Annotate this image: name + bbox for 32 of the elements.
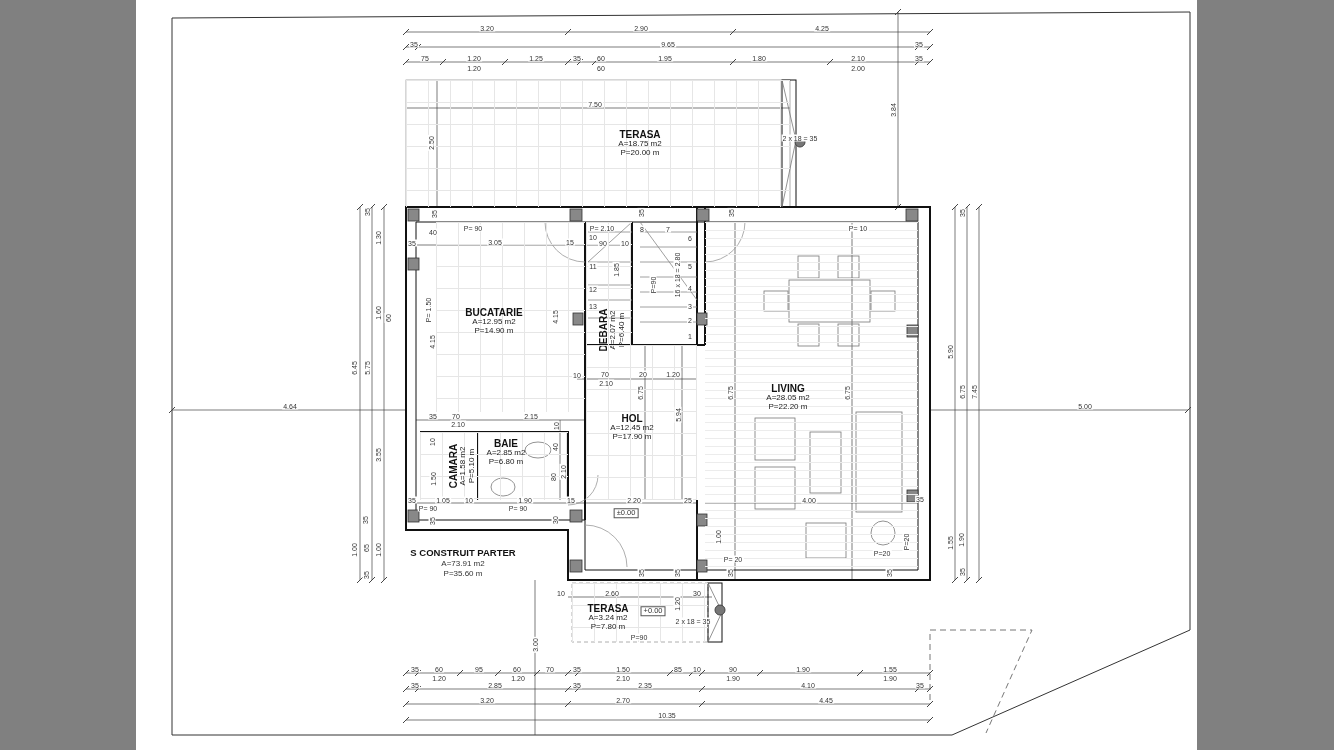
room-name: DEBARA: [597, 308, 609, 352]
room-floor: [406, 80, 790, 207]
room-floor: [705, 222, 918, 570]
room-name: TERASA: [618, 128, 662, 140]
summary-text: A=73.91 m2: [440, 560, 486, 568]
perimeter-value: P=6.40 m: [617, 311, 627, 350]
perimeter-value: P=6.80 m: [487, 457, 525, 467]
room-floor: [572, 583, 708, 642]
area-value: A=2.85 m2: [486, 448, 526, 458]
room-name: BAIE: [493, 437, 519, 449]
room-name: HOL: [620, 412, 644, 424]
area-value: A=12.95 m2: [471, 317, 517, 327]
room-name: TERASA: [587, 602, 629, 614]
summary-text: P=35.60 m: [442, 570, 484, 578]
area-value: A=12.45 m2: [610, 423, 654, 433]
area-value: A=18.75 m2: [618, 139, 662, 149]
perimeter-value: P=22.20 m: [767, 402, 809, 412]
perimeter-value: P=14.90 m: [473, 326, 515, 336]
room-floor: [478, 432, 568, 500]
area-value: A=1.58 m2: [458, 445, 468, 488]
perimeter-value: P=17.90 m: [611, 432, 653, 442]
perimeter-value: P=20.00 m: [619, 148, 661, 158]
perimeter-value: P=7.80 m: [589, 622, 627, 632]
room-floor: [420, 432, 478, 500]
room-name: CAMARA: [447, 443, 459, 489]
area-value: A=28.05 m2: [766, 393, 810, 403]
summary-heading: S CONSTRUIT PARTER: [409, 548, 517, 558]
room-floor: [436, 222, 585, 412]
perimeter-value: P=5.10 m: [467, 447, 477, 486]
room-name: LIVING: [770, 382, 806, 394]
area-value: A=3.24 m2: [587, 613, 629, 623]
room-name: BUCATARIE: [465, 306, 523, 318]
